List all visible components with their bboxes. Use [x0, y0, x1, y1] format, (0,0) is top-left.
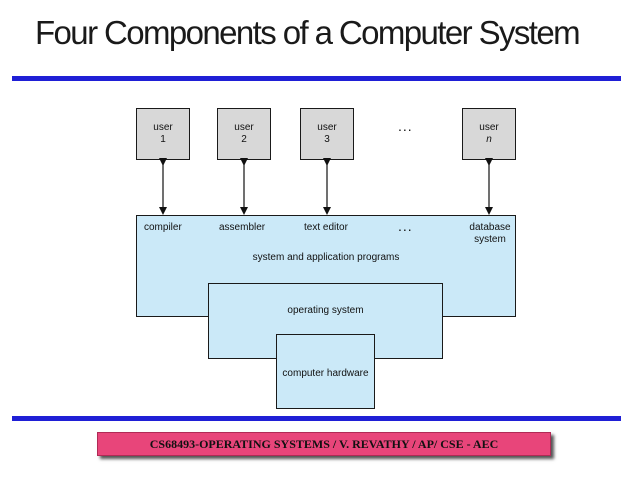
user-1-label: user [153, 122, 173, 133]
top-divider [12, 76, 621, 81]
user-1-number: 1 [160, 134, 166, 145]
program-text-editor: text editor [304, 222, 348, 233]
computer-hardware-label: computer hardware [282, 368, 369, 379]
user-3-box: user 3 [300, 108, 354, 160]
computer-hardware-box [276, 334, 375, 409]
user-2-label: user [234, 122, 254, 133]
programs-ellipsis: ... [398, 218, 413, 234]
user-n-label: user [479, 122, 499, 133]
user-3-label: user [317, 122, 337, 133]
system-application-programs-label: system and application programs [252, 252, 400, 263]
program-database-system: database system [469, 222, 511, 245]
slide-footer: CS68493-OPERATING SYSTEMS / V. REVATHY /… [97, 432, 551, 456]
users-ellipsis: ... [398, 118, 413, 134]
user-n-number: n [486, 134, 492, 145]
user-3-number: 3 [324, 134, 330, 145]
user-1-box: user 1 [136, 108, 190, 160]
user-2-number: 2 [241, 134, 247, 145]
program-compiler: compiler [144, 222, 182, 233]
user-n-box: user n [462, 108, 516, 160]
bottom-divider [12, 416, 621, 421]
program-assembler: assembler [219, 222, 266, 233]
slide-title: Four Components of a Computer System [35, 14, 581, 51]
user-2-box: user 2 [217, 108, 271, 160]
operating-system-label: operating system [287, 305, 364, 316]
